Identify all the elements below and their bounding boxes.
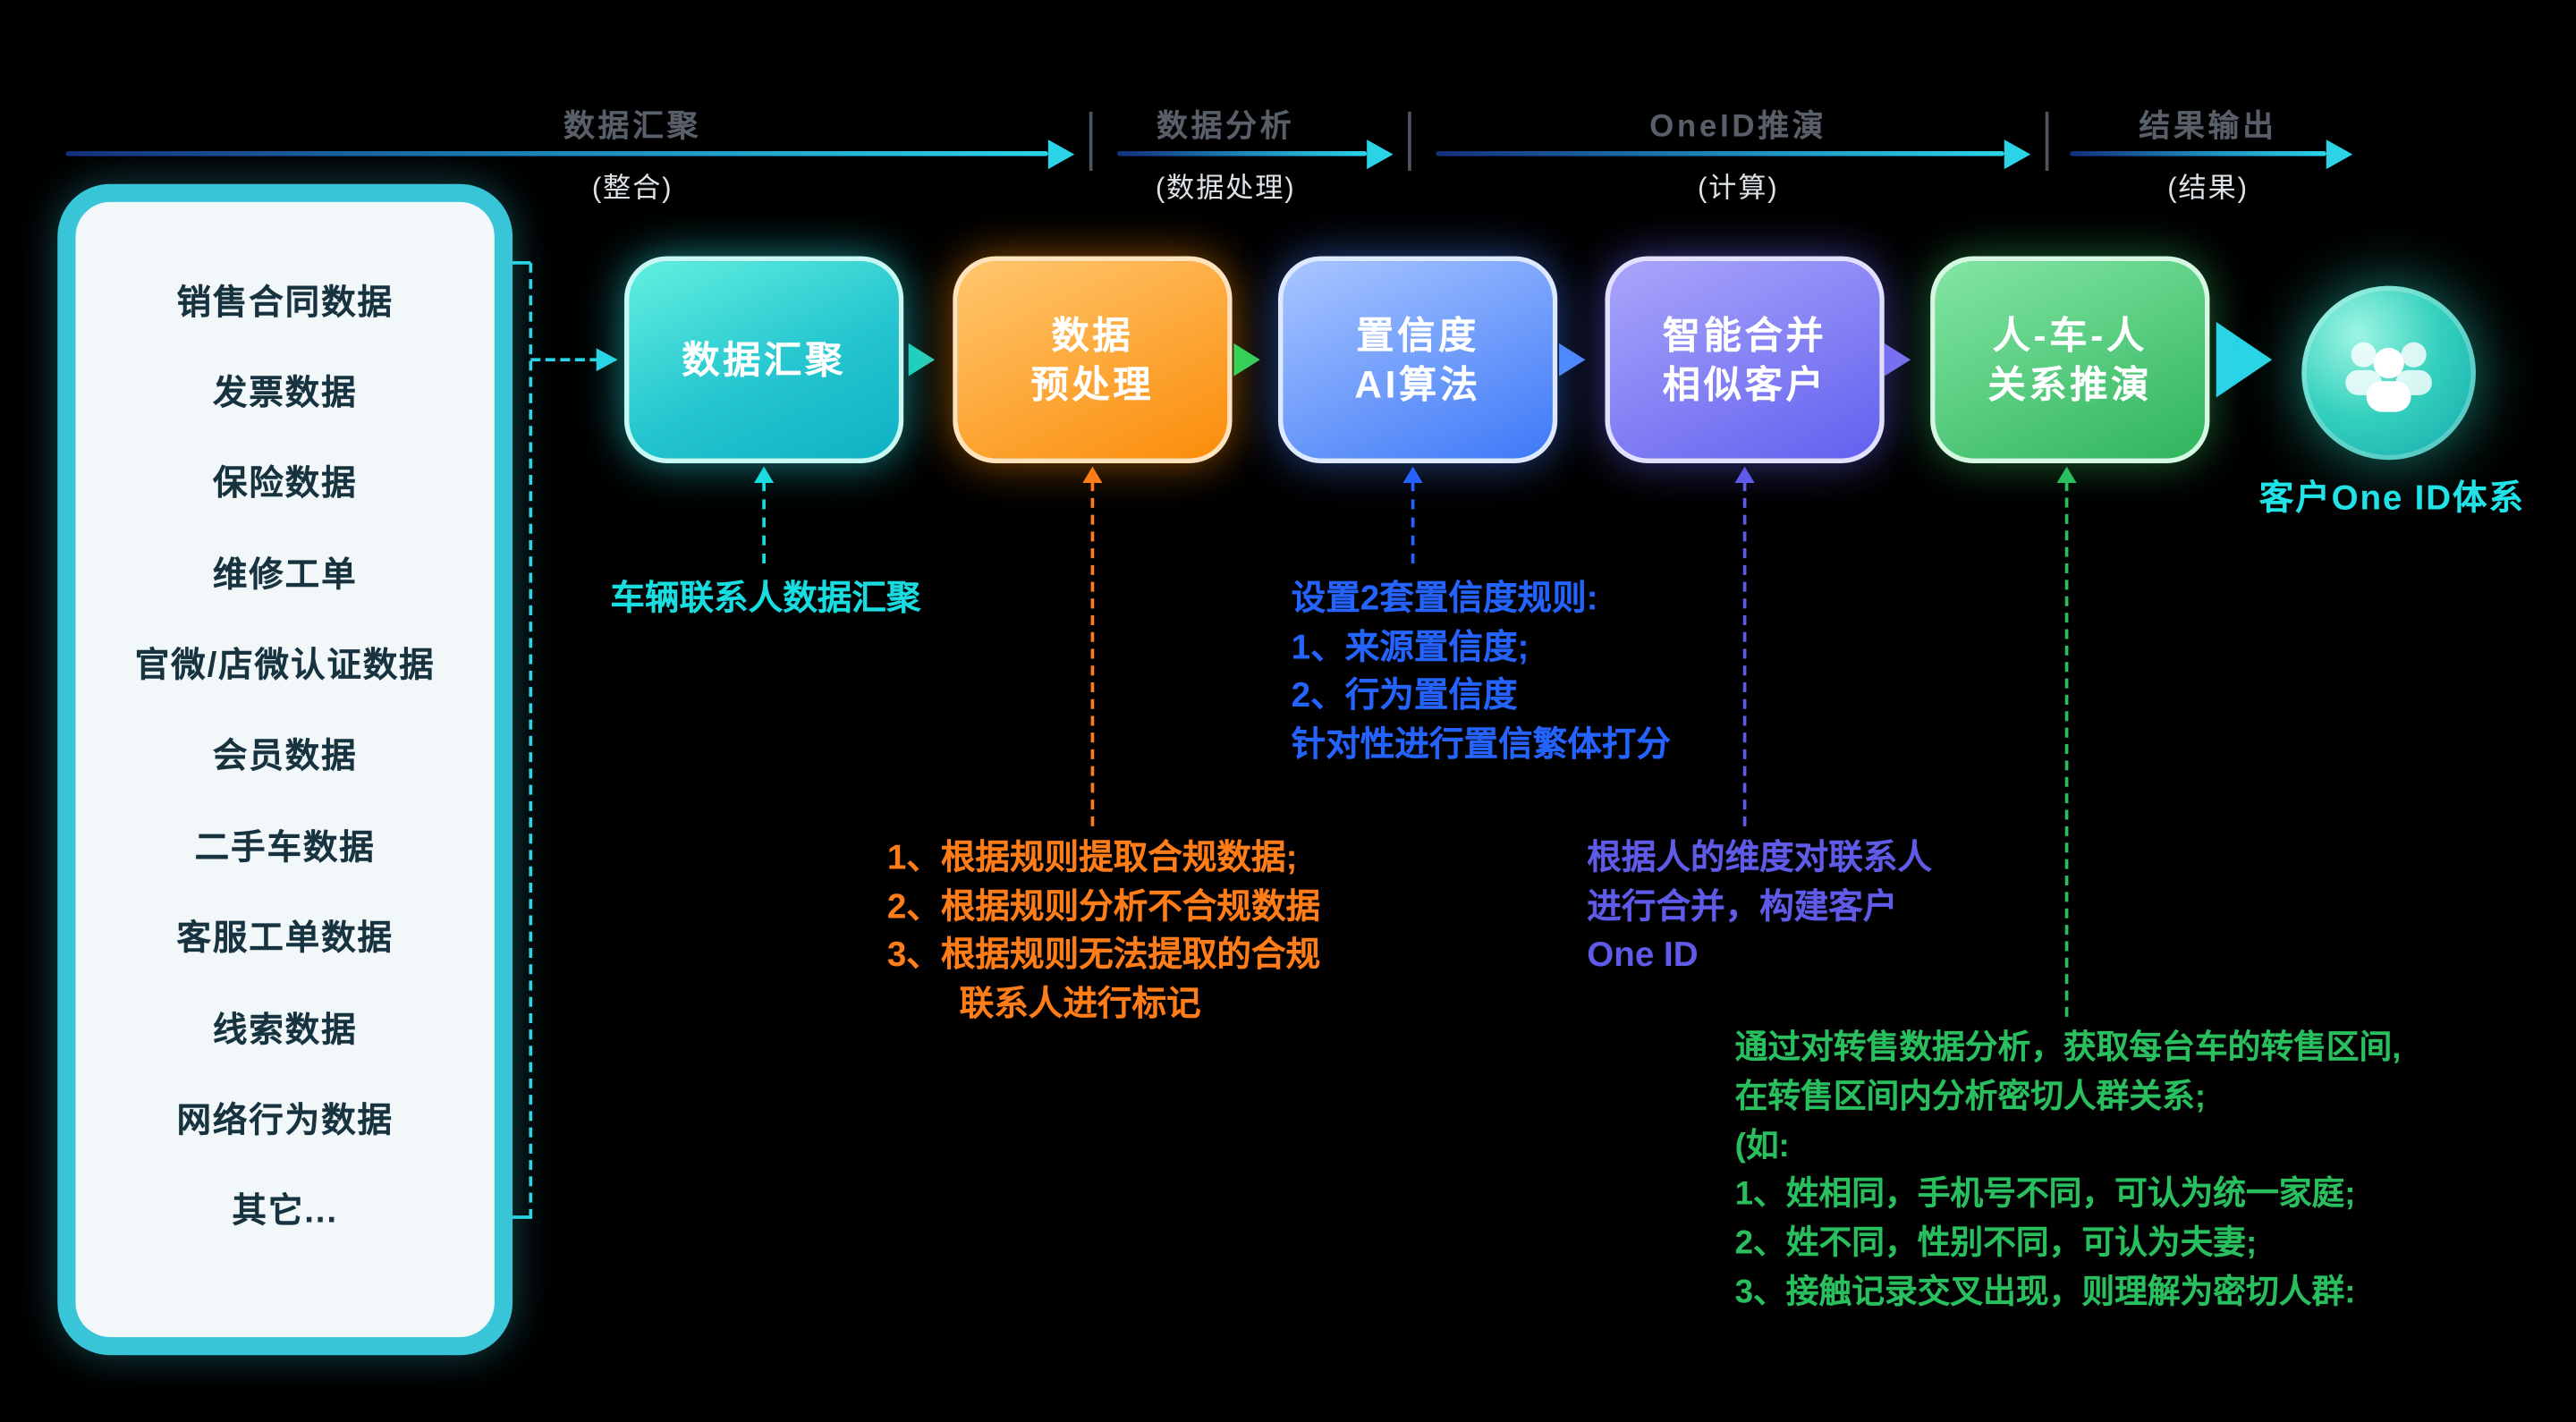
step-label: 置信度 (1356, 313, 1479, 357)
phase-4-sub: (结果) (2167, 172, 2249, 204)
note-arrow-head-icon (1402, 466, 1423, 483)
phase-1-arrow-line (65, 150, 1048, 157)
note-confidence-rules: 设置2套置信度规则: 1、来源置信度; 2、行为置信度 针对性进行置信繁体打分 (1291, 580, 1671, 764)
note-arrow-line (1411, 481, 1415, 563)
step-label: 预处理 (1030, 362, 1155, 406)
note-merge-customers: 根据人的维度对联系人 进行合并，构建客户 One ID (1587, 839, 1932, 975)
step-label: 数据汇聚 (682, 338, 846, 382)
phase-3-arrow-head-icon (2004, 140, 2031, 170)
note-arrow-line (762, 481, 766, 563)
phase-2-title: 数据分析 (1157, 110, 1295, 145)
step-box-data-aggregation: 数据汇聚 (623, 256, 904, 463)
step-label: 关系推演 (1987, 362, 2153, 406)
phase-4-title: 结果输出 (2139, 110, 2277, 145)
result-arrow-icon (2216, 321, 2273, 398)
panel-connector-arrow-head-icon (596, 348, 618, 372)
data-source-item: 保险数据 (212, 465, 358, 504)
note-arrow-head-icon (754, 466, 775, 483)
phase-3-title: OneID推演 (1649, 110, 1827, 145)
data-sources-panel: 销售合同数据 发票数据 保险数据 维修工单 官微/店微认证数据 会员数据 二手车… (57, 183, 513, 1356)
step-arrow-icon (1233, 343, 1260, 377)
step-label: 人-车-人 (1992, 313, 2148, 357)
phase-4-arrow-head-icon (2326, 140, 2353, 170)
note-person-car-person: 通过对转售数据分析，获取每台车的转售区间, 在转售区间内分析密切人群关系; (如… (1734, 1029, 2402, 1311)
panel-connector-arrow-line (530, 358, 600, 362)
phase-divider (2045, 111, 2049, 172)
phase-divider (1089, 111, 1093, 172)
panel-connector-top (513, 261, 531, 265)
phase-divider (1408, 111, 1411, 172)
step-label: 数据 (1051, 313, 1134, 357)
phase-1-sub: (整合) (591, 172, 674, 204)
note-arrow-head-icon (1082, 466, 1103, 483)
step-label: AI算法 (1354, 362, 1481, 406)
data-source-item: 客服工单数据 (176, 919, 394, 959)
note-preprocessing: 1、根据规则提取合规数据; 2、根据规则分析不合规数据 3、根据规则无法提取的合… (886, 839, 1321, 1023)
note-arrow-line (2064, 481, 2069, 1017)
step-arrow-icon (908, 343, 936, 377)
phase-4-arrow-line (2070, 150, 2326, 157)
note-arrow-line (1090, 481, 1095, 826)
data-source-item: 官微/店微认证数据 (134, 647, 436, 686)
data-source-item: 销售合同数据 (176, 284, 394, 322)
note-arrow-head-icon (2056, 466, 2077, 483)
step-arrow-icon (1559, 343, 1586, 377)
step-box-confidence-ai: 置信度 AI算法 (1277, 256, 1558, 463)
phase-3-sub: (计算) (1697, 172, 1779, 204)
phase-2-sub: (数据处理) (1155, 172, 1296, 204)
step-box-person-car-person: 人-车-人 关系推演 (1930, 256, 2210, 463)
step-label: 相似客户 (1662, 362, 1827, 406)
step-box-merge-similar-customers: 智能合并 相似客户 (1605, 256, 1885, 463)
note-data-aggregation: 车辆联系人数据汇聚 (610, 580, 921, 618)
data-source-item: 发票数据 (212, 374, 358, 413)
panel-connector-vertical (529, 262, 533, 1219)
step-box-data-preprocessing: 数据 预处理 (953, 256, 1233, 463)
data-source-item: 其它... (232, 1192, 338, 1232)
result-label: 客户One ID体系 (2258, 479, 2525, 518)
oneid-result-badge (2301, 285, 2476, 461)
phase-3-arrow-line (1436, 150, 2004, 157)
phase-1-arrow-head-icon (1047, 140, 1075, 170)
customers-group-icon (2345, 342, 2432, 412)
phase-2-arrow-head-icon (1367, 140, 1394, 170)
data-source-item: 会员数据 (212, 738, 358, 776)
note-arrow-line (1742, 481, 1747, 826)
data-source-item: 线索数据 (212, 1011, 358, 1049)
phase-1-title: 数据汇聚 (563, 110, 702, 145)
data-sources-list: 销售合同数据 发票数据 保险数据 维修工单 官微/店微认证数据 会员数据 二手车… (94, 220, 477, 1319)
note-arrow-head-icon (1734, 466, 1755, 483)
step-label: 智能合并 (1662, 313, 1827, 357)
step-arrow-icon (1884, 343, 1911, 377)
panel-connector-bottom (513, 1215, 531, 1219)
data-source-item: 网络行为数据 (176, 1102, 394, 1140)
data-source-item: 二手车数据 (194, 829, 376, 868)
phase-2-arrow-line (1116, 150, 1368, 157)
data-source-item: 维修工单 (212, 556, 358, 595)
